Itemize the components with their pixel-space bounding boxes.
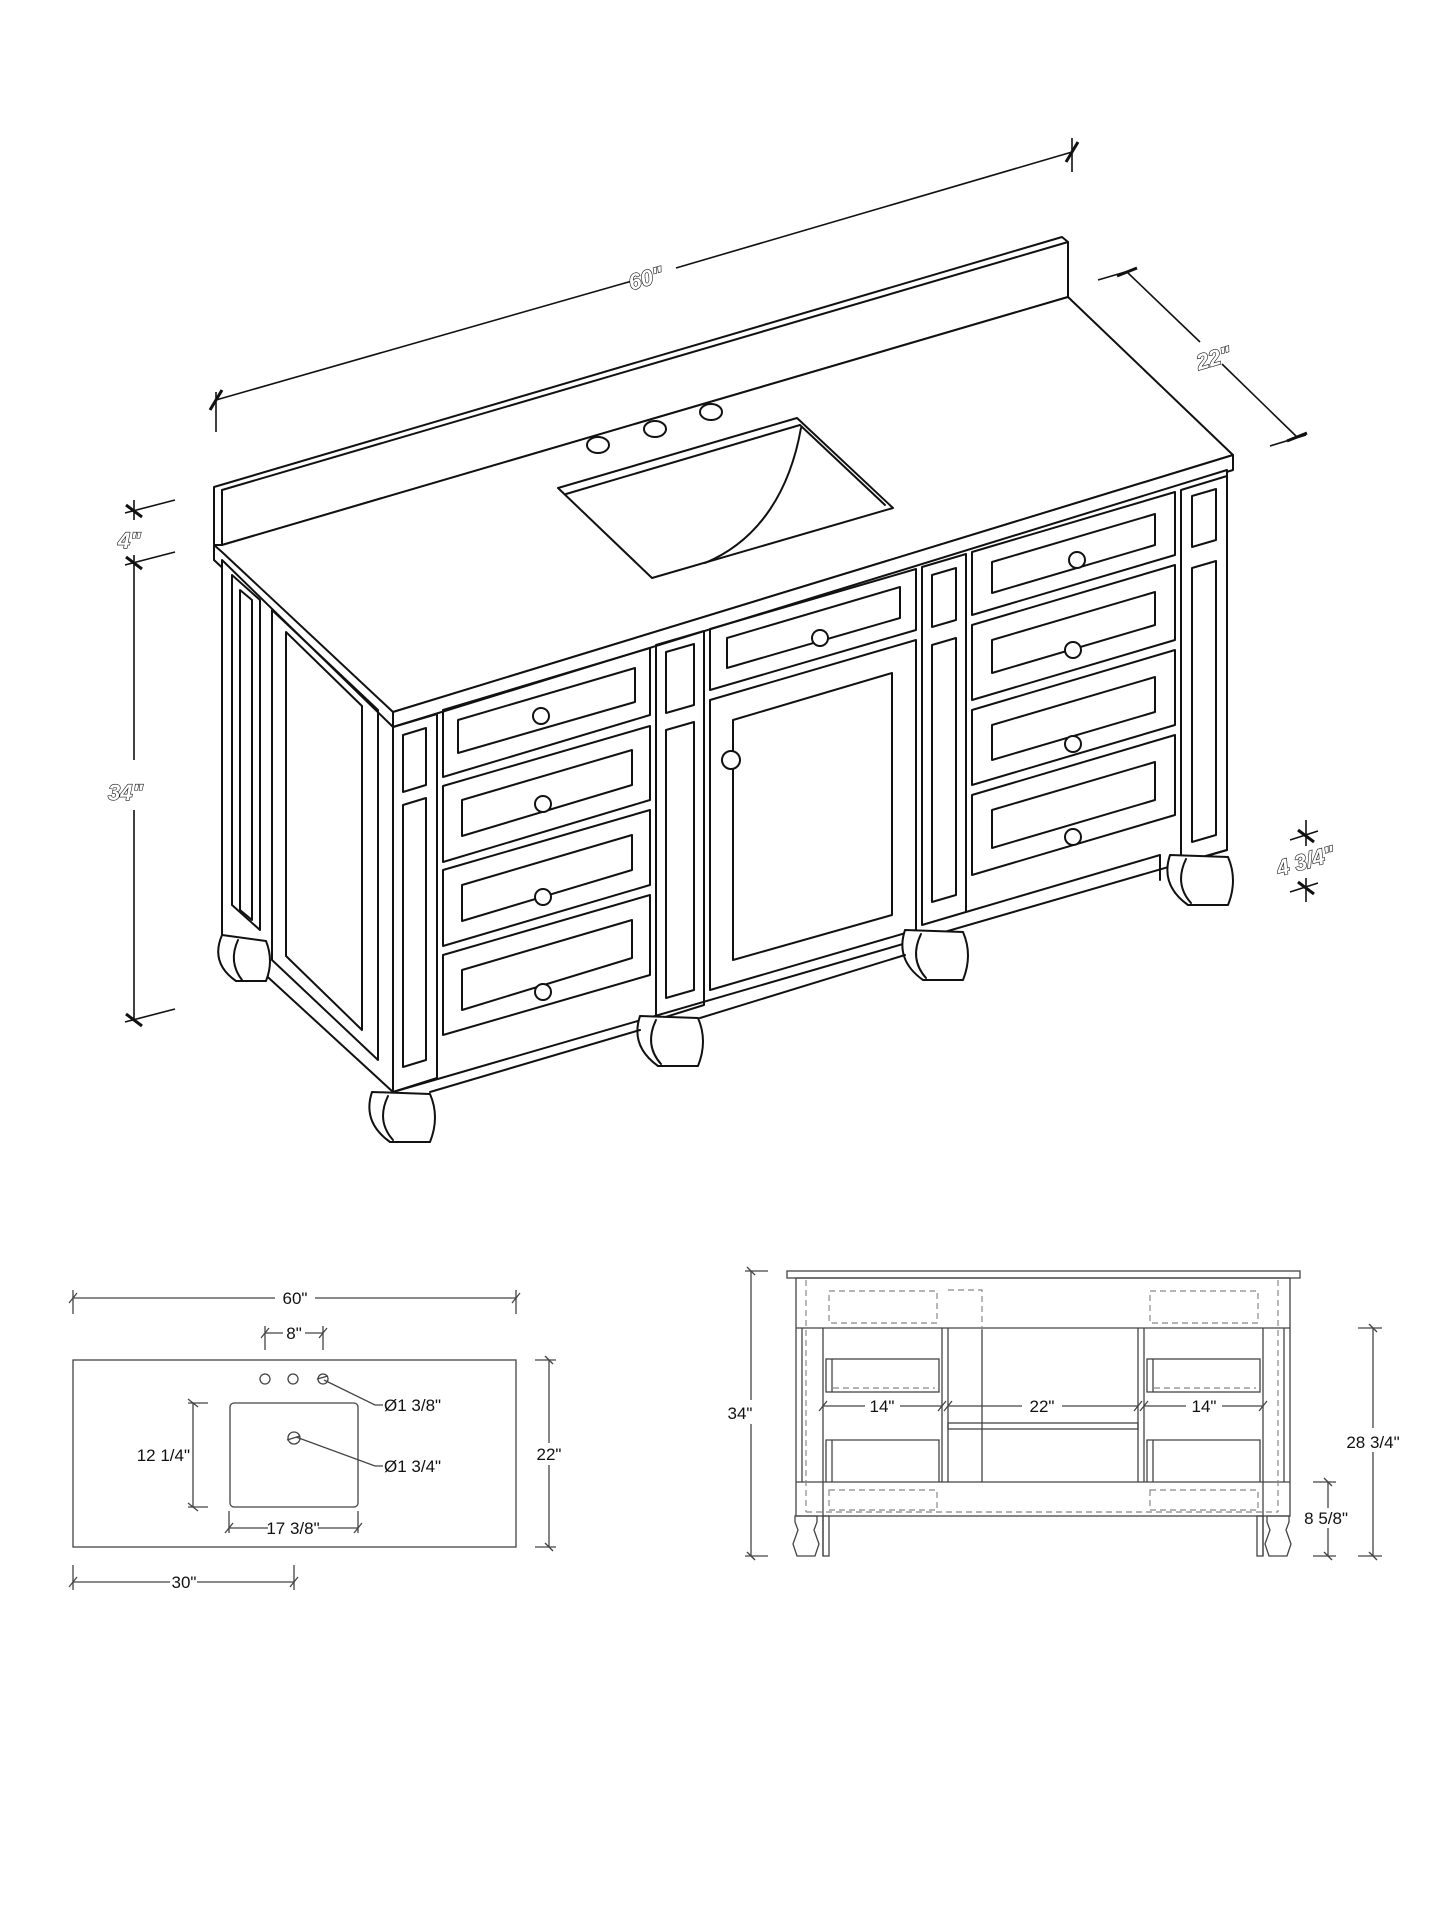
foot-center-left <box>636 1015 704 1067</box>
drawer-knob-icon <box>534 888 552 906</box>
front-dim-height: 34" <box>728 1266 768 1561</box>
faucet-hole-icon <box>317 1373 329 1385</box>
door-knob-icon <box>721 750 741 770</box>
front-dim-bays: 14" 22" 14" <box>818 1397 1268 1416</box>
iso-dim-toekick: 4 3/4" <box>1272 820 1339 902</box>
front-view: 34" <box>728 1266 1405 1561</box>
top-dim-depth: 22" <box>535 1355 562 1552</box>
drawer-knob-icon <box>1064 641 1082 659</box>
drawer-knob-icon <box>1064 735 1082 753</box>
faucet-hole-icon <box>586 436 610 454</box>
front-cabinet-body <box>795 1277 1291 1517</box>
drawer-knob-icon <box>534 983 552 1001</box>
drawer-knob-icon <box>532 707 550 725</box>
top-dim-width: 60" <box>68 1289 521 1314</box>
top-width-label: 60" <box>283 1289 308 1308</box>
front-countertop <box>786 1270 1301 1279</box>
iso-toekick-label: 4 3/4" <box>1273 841 1338 882</box>
iso-height-label: 34" <box>108 780 143 805</box>
foot-front-left <box>368 1091 436 1143</box>
sink-width-label: 17 3/8" <box>266 1519 319 1538</box>
iso-backsplash-label: 4" <box>117 528 141 553</box>
top-dim-sink-width: 17 3/8" <box>224 1511 363 1538</box>
drawer-knob-icon <box>1064 828 1082 846</box>
foot-center-right <box>901 929 969 981</box>
faucet-hole-icon <box>643 420 667 438</box>
faucet-hole-icon <box>259 1373 271 1385</box>
base-height-label: 8 5/8" <box>1304 1509 1348 1528</box>
left-bay-label: 14" <box>870 1397 895 1416</box>
center-bay-label: 22" <box>1030 1397 1055 1416</box>
right-bay-label: 14" <box>1192 1397 1217 1416</box>
cabinet-front <box>392 469 1228 1093</box>
iso-dim-height: 4" 34" <box>107 499 176 1028</box>
faucet-hole-icon <box>287 1373 299 1385</box>
front-dim-base: 8 5/8" <box>1300 1477 1348 1561</box>
top-dim-sink-depth: 12 1/4" <box>137 1398 208 1512</box>
top-outline <box>72 1359 517 1548</box>
right-drawer-bank <box>971 491 1176 876</box>
undermount-sink <box>557 403 894 579</box>
isometric-view: 60" 22" 4" 34" <box>107 138 1339 1143</box>
drawer-knob-icon <box>811 629 829 647</box>
front-dim-interior: 28 3/4" <box>1345 1323 1405 1561</box>
iso-width-label: 60" <box>626 261 667 295</box>
top-depth-label: 22" <box>537 1445 562 1464</box>
sink-depth-label: 12 1/4" <box>137 1446 190 1465</box>
drawer-knob-icon <box>1068 551 1086 569</box>
front-height-label: 34" <box>728 1404 753 1423</box>
interior-height-label: 28 3/4" <box>1346 1433 1399 1452</box>
sink-outline <box>229 1402 359 1508</box>
drawer-knob-icon <box>534 795 552 813</box>
foot-rear-left <box>217 934 271 982</box>
faucet-spread-label: 8" <box>286 1324 302 1343</box>
front-leg-left <box>792 1515 820 1557</box>
front-leg-right <box>1264 1515 1292 1557</box>
top-dim-center-offset: 30" <box>68 1565 299 1592</box>
bun-feet <box>217 854 1234 1143</box>
top-view: 60" 8" Ø1 3/8" Ø1 3/4" <box>68 1289 562 1592</box>
left-drawer-bank <box>442 647 651 1036</box>
foot-right <box>1166 854 1234 906</box>
faucet-hole-icon <box>699 403 723 421</box>
top-dim-faucet-spread: 8" <box>260 1324 328 1350</box>
drain-diameter-label: Ø1 3/4" <box>384 1457 441 1476</box>
center-offset-label: 30" <box>172 1573 197 1592</box>
faucet-hole-diameter-label: Ø1 3/8" <box>384 1396 441 1415</box>
